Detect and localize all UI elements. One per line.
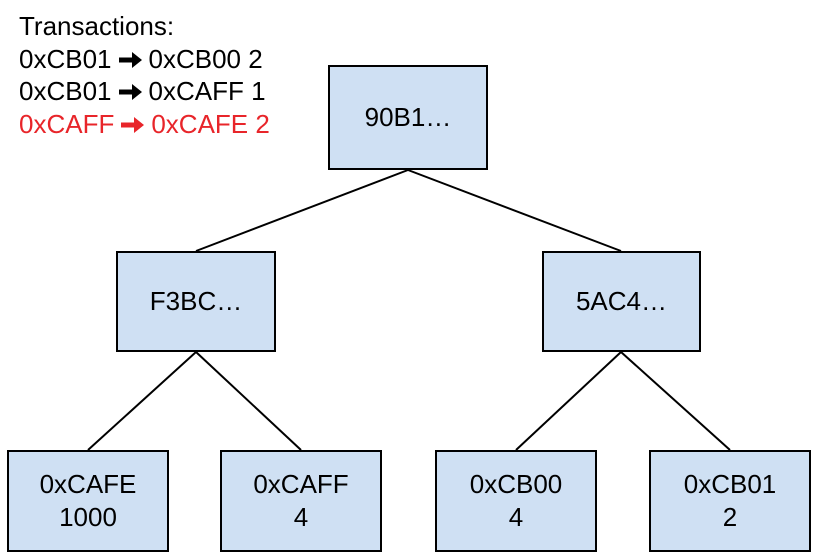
leaf-address: 0xCB00 <box>469 469 563 499</box>
transaction-line: 0xCB01 0xCB00 2 <box>19 43 270 76</box>
edge-right-leaf3 <box>515 351 622 451</box>
transaction-line-highlighted: 0xCAFF 0xCAFE 2 <box>19 108 270 141</box>
transaction-amount: 1 <box>251 76 266 106</box>
leaf-balance: 1000 <box>59 502 117 532</box>
leaf-address: 0xCAFE <box>39 469 137 499</box>
leaf-node: 0xCB01 2 <box>649 450 811 552</box>
leaf-node: 0xCAFF 4 <box>220 450 382 552</box>
right-arrow-icon <box>118 84 142 100</box>
transaction-line: 0xCB01 0xCAFF 1 <box>19 75 270 108</box>
node-hash: F3BC… <box>149 286 243 316</box>
transaction-from: 0xCB01 <box>19 43 112 74</box>
edge-root-right <box>407 169 622 252</box>
internal-node-right: 5AC4… <box>542 251 701 352</box>
root-hash: 90B1… <box>364 102 452 132</box>
leaf-balance: 2 <box>722 502 738 532</box>
transaction-amount: 2 <box>248 43 263 74</box>
leaf-node: 0xCAFE 1000 <box>7 450 169 552</box>
node-hash: 5AC4… <box>575 286 668 316</box>
transaction-from: 0xCB01 <box>19 76 112 106</box>
transaction-amount: 2 <box>255 108 270 139</box>
transaction-to: 0xCAFF <box>148 76 244 106</box>
edge-right-leaf4 <box>620 351 731 451</box>
leaf-address: 0xCAFF <box>253 469 349 499</box>
leaf-balance: 4 <box>293 502 309 532</box>
transactions-heading: Transactions: <box>19 11 175 41</box>
root-node: 90B1… <box>328 65 488 170</box>
leaf-balance: 4 <box>508 502 524 532</box>
transaction-to: 0xCAFE <box>151 108 249 139</box>
leaf-node: 0xCB00 4 <box>435 450 597 552</box>
edge-left-leaf2 <box>195 351 302 451</box>
right-arrow-icon <box>118 51 142 68</box>
right-arrow-icon <box>121 116 145 133</box>
internal-node-left: F3BC… <box>116 251 276 352</box>
edge-root-left <box>195 169 409 252</box>
transaction-to: 0xCB00 <box>148 43 242 74</box>
transaction-from: 0xCAFF <box>19 108 115 139</box>
edge-left-leaf1 <box>87 351 197 451</box>
leaf-address: 0xCB01 <box>683 469 777 499</box>
